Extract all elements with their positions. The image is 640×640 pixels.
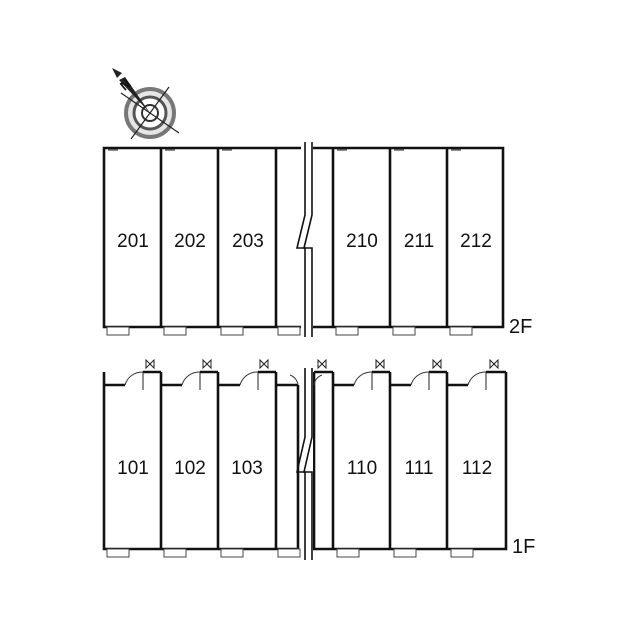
- room-110: 110: [347, 458, 377, 479]
- entrance-doors-1f: [124, 371, 487, 390]
- floor-label-2f: 2F: [509, 316, 532, 338]
- room-201: 201: [117, 231, 149, 252]
- room-101: 101: [117, 458, 149, 479]
- room-112: 112: [462, 458, 492, 479]
- break-symbol-1f: [295, 366, 313, 562]
- room-211: 211: [404, 231, 434, 252]
- room-203: 203: [232, 231, 264, 252]
- break-symbol-2f: [295, 140, 313, 340]
- room-103: 103: [231, 458, 263, 479]
- balconies-2f: [106, 326, 473, 336]
- floor-1f: 101 102 103 110 111 112 1F: [102, 358, 535, 562]
- room-202: 202: [174, 231, 206, 252]
- compass-rose-icon: N: [112, 68, 180, 140]
- room-102: 102: [174, 458, 206, 479]
- room-212: 212: [460, 231, 492, 252]
- balconies-1f: [106, 548, 474, 558]
- room-210: 210: [346, 231, 378, 252]
- room-111: 111: [405, 458, 434, 479]
- floor-label-1f: 1F: [512, 536, 535, 558]
- meter-box-icons: [145, 358, 499, 370]
- floor-2f: 201 202 203 210 211 212 2F: [102, 140, 532, 340]
